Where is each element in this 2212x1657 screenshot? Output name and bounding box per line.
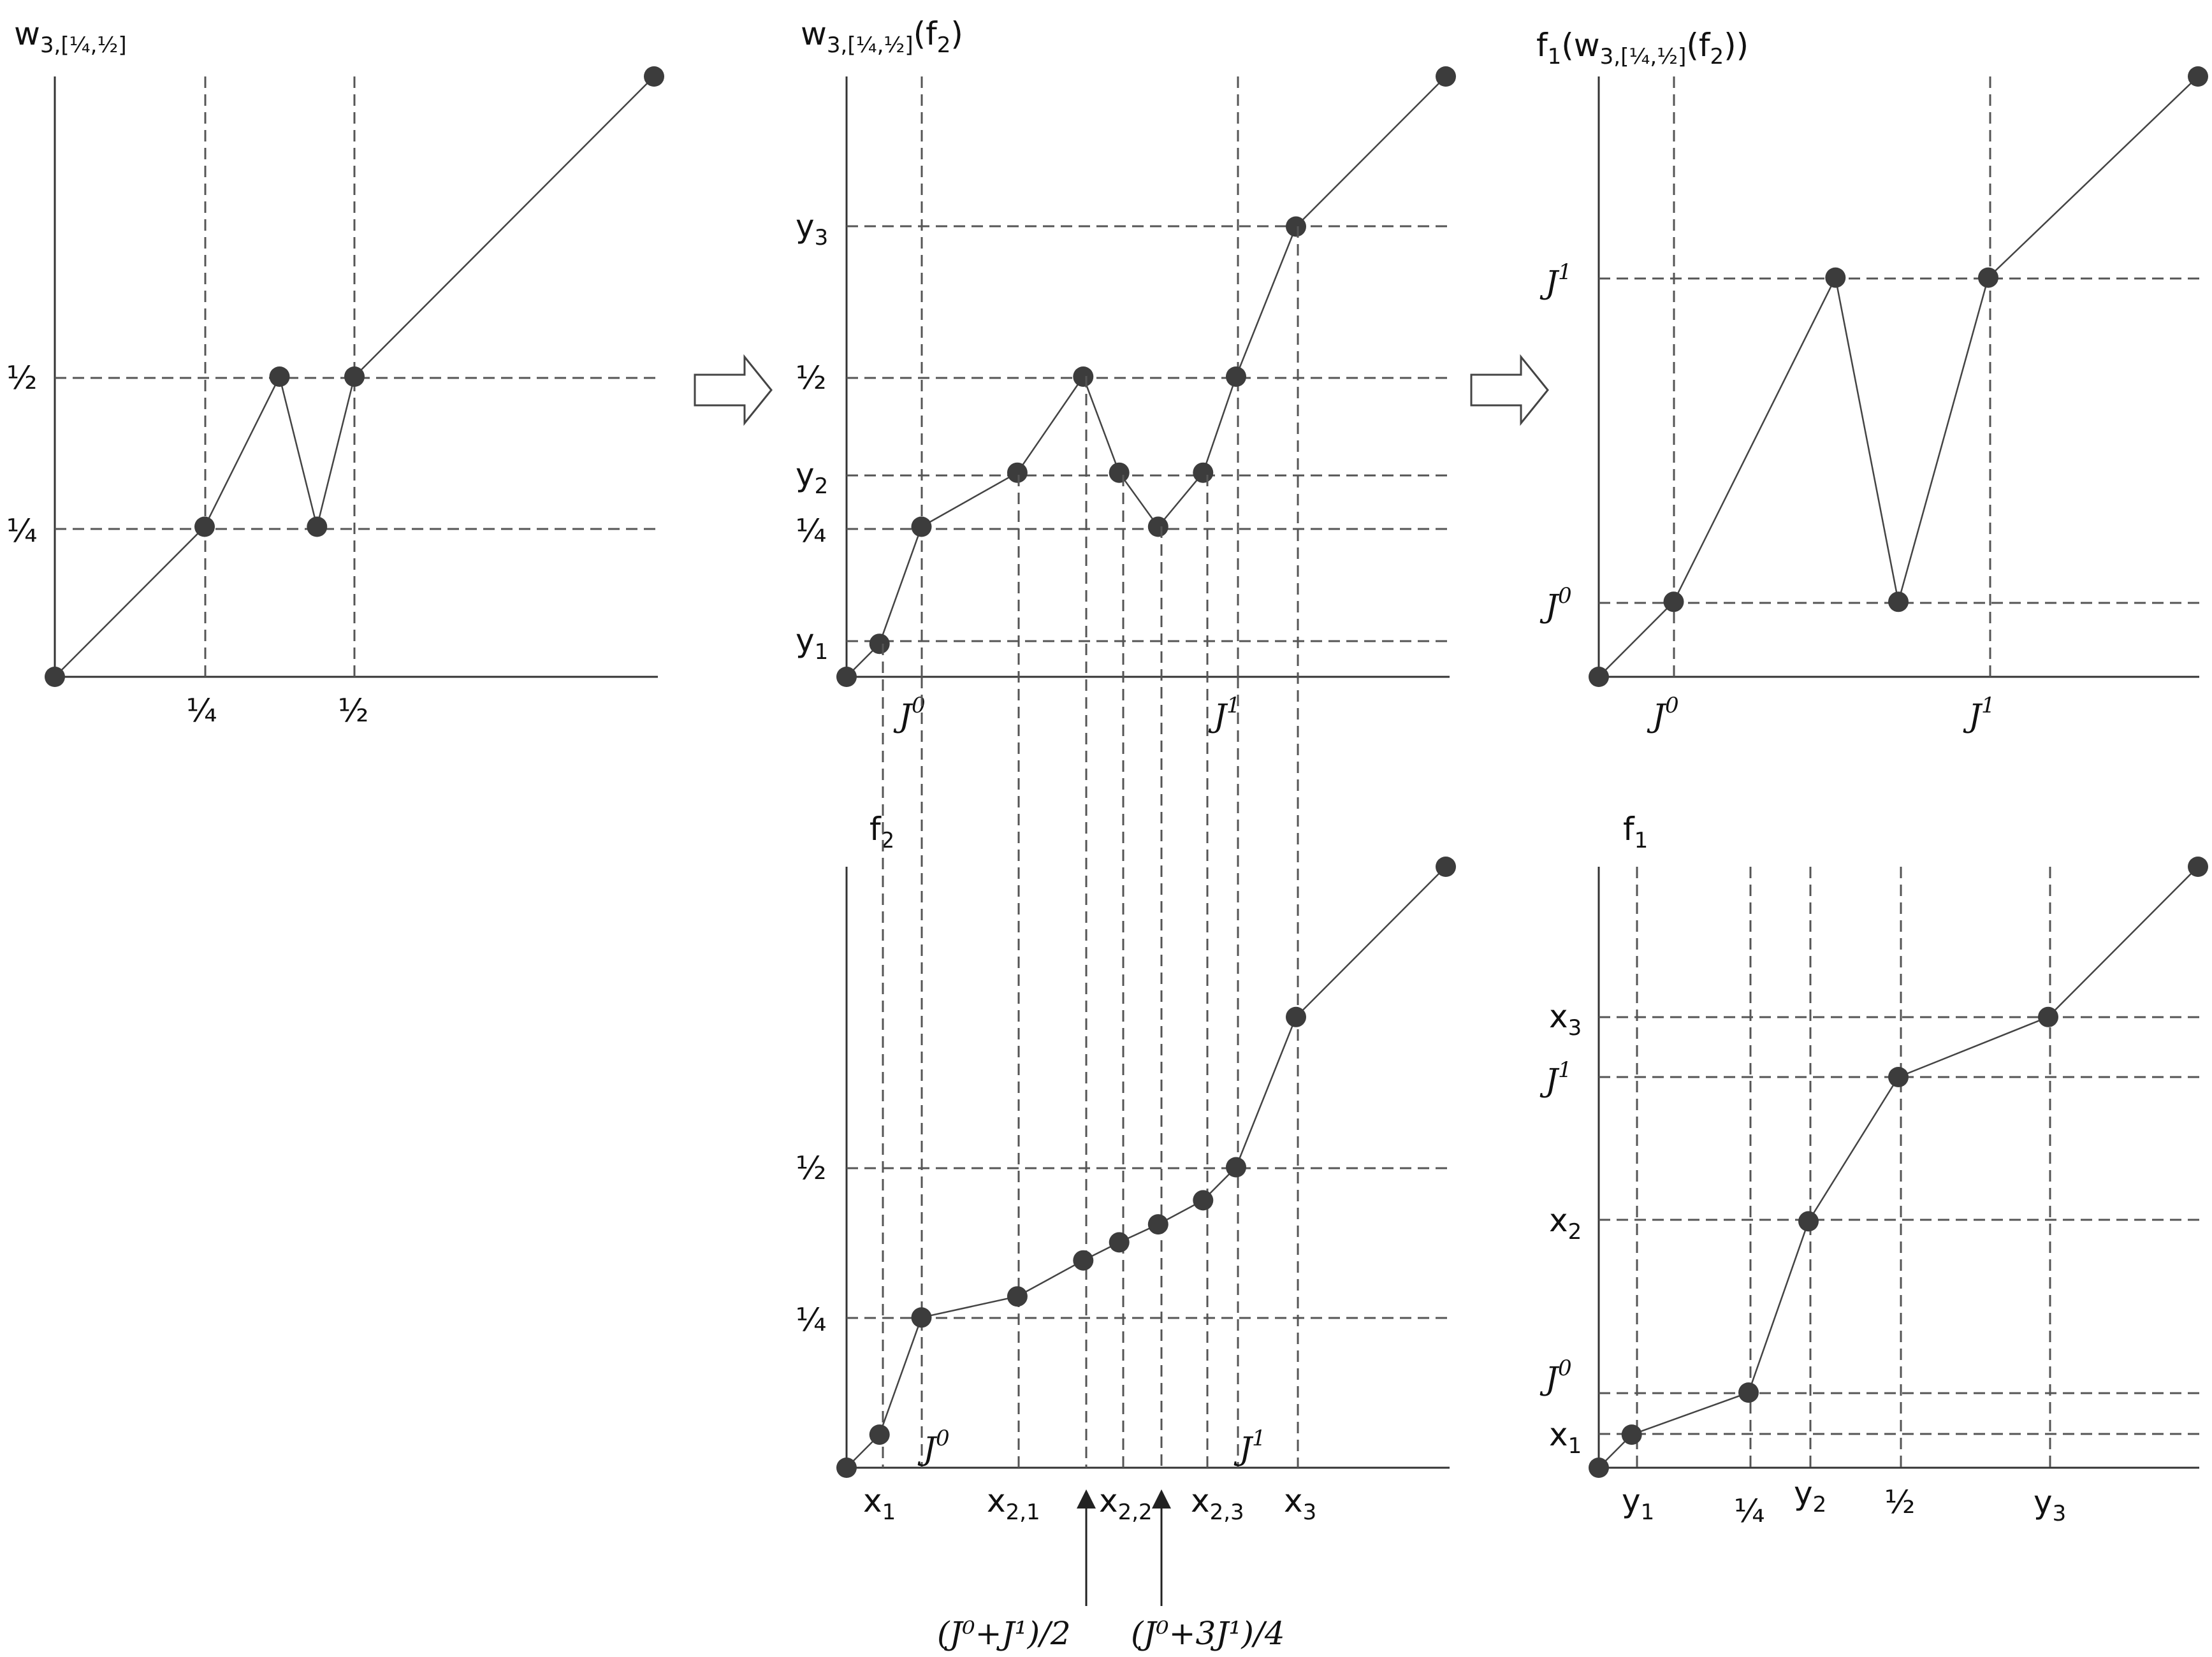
data-point [1825, 267, 1846, 288]
data-point [1193, 1190, 1214, 1211]
data-point [344, 366, 365, 387]
panel-f1w3f2-xtick: J0 [1647, 693, 1679, 734]
data-point [1193, 462, 1214, 483]
panel-w3f2-ytick: y1 [796, 622, 828, 665]
panel-w3: w3,[¼,½] ½ ¼ ¼ ½ [6, 15, 664, 729]
data-point [1147, 516, 1168, 537]
data-point [1888, 1067, 1909, 1087]
panel-w3-title: w3,[¼,½] [14, 15, 127, 58]
data-point [869, 1424, 890, 1445]
panel-w3f2-points [836, 66, 1456, 687]
panel-w3f2-xtick: J0 [893, 693, 926, 734]
data-point [1436, 857, 1456, 877]
panel-f2-xtick: x1 [863, 1482, 896, 1525]
data-point [836, 1458, 857, 1478]
data-point [1286, 216, 1306, 237]
data-point [1663, 591, 1684, 612]
panel-w3-curve [54, 76, 655, 677]
panel-f1w3f2-points [1589, 66, 2208, 687]
panel-f1w3f2: f1(w3,[¼,½](f2)) J1 J0 J0 J1 [1536, 27, 2208, 734]
panel-f1-ytick: x1 [1549, 1416, 1582, 1459]
data-point [1286, 1006, 1306, 1027]
panel-f1-xtick: y3 [2034, 1484, 2066, 1526]
panel-w3f2: w3,[¼,½](f2) y3 ½ y2 ¼ y1 J0 J1 [796, 15, 1456, 734]
data-point [911, 516, 932, 537]
data-point [1978, 267, 1998, 288]
panel-w3-points [45, 66, 664, 687]
panel-f1w3f2-curve [1598, 76, 2199, 677]
data-point [2188, 857, 2208, 877]
panel-f1: f1 x3 J1 x2 J0 x1 y1 ¼ y2 ½ y3 [1539, 811, 2208, 1530]
data-point [1073, 366, 1094, 387]
data-point [1798, 1211, 1819, 1232]
panel-f1-ytick: x2 [1549, 1202, 1582, 1245]
data-point [1007, 1286, 1028, 1307]
panel-w3-ytick: ½ [6, 359, 37, 396]
panel-f2-points [836, 857, 1456, 1478]
data-point [1147, 1214, 1168, 1235]
data-point [1007, 462, 1028, 483]
data-point [194, 516, 215, 537]
panel-f1-title: f1 [1623, 811, 1648, 853]
panel-f1-points [1589, 857, 2208, 1478]
arrow-label: (J⁰+3J¹)/4 [1131, 1615, 1285, 1652]
data-point [2038, 1006, 2058, 1027]
panel-w3f2-ytick: y3 [796, 208, 828, 250]
data-point [45, 667, 65, 687]
data-point [836, 667, 857, 687]
data-point [1073, 1250, 1094, 1271]
panel-f2-xtick: x2,1 [987, 1482, 1040, 1525]
data-point [869, 633, 890, 655]
panel-f1w3f2-ytick: J0 [1539, 583, 1572, 625]
panel-f2-title: f2 [870, 811, 894, 853]
data-point [1589, 667, 1609, 687]
panel-f1-ytick: J1 [1539, 1057, 1572, 1099]
right-arrow-icon [694, 354, 773, 426]
panel-f1-curve [1598, 866, 2199, 1468]
data-point [1589, 1458, 1609, 1478]
panel-f1-xtick: ¼ [1734, 1493, 1765, 1530]
panel-f1-ytick: x3 [1549, 998, 1582, 1041]
data-point [1109, 1232, 1130, 1253]
panel-f2-xtick: x3 [1284, 1482, 1316, 1525]
panel-w3f2-ytick: y2 [796, 456, 828, 499]
panel-f1w3f2-title: f1(w3,[¼,½](f2)) [1536, 27, 1749, 69]
panel-w3f2-curve [846, 76, 1446, 677]
panel-f1-xtick: y2 [1794, 1475, 1826, 1517]
data-point [644, 66, 664, 87]
panel-f1w3f2-xtick: J1 [1963, 693, 1995, 734]
panel-w3f2-ytick: ¼ [796, 512, 826, 549]
arrow-label: (J⁰+J¹)/2 [937, 1615, 1071, 1652]
panel-f2: f2 J0 J1 ½ ¼ x1 x2,1 x2,2 x2,3 x3 (J⁰+J¹… [796, 226, 1456, 1652]
panel-w3f2-xtick: J1 [1208, 693, 1241, 734]
panel-f2-xtick: x2,3 [1191, 1482, 1244, 1525]
data-point [1621, 1424, 1642, 1445]
data-point [1109, 462, 1130, 483]
data-point [307, 516, 328, 537]
panel-w3-xtick: ½ [338, 692, 368, 729]
panel-f1-xtick: ½ [1884, 1484, 1915, 1521]
data-point [1738, 1382, 1759, 1403]
panel-f2-xtick: x2,2 [1099, 1482, 1153, 1525]
data-point [1226, 1157, 1246, 1178]
panel-f2-ytick: ¼ [796, 1301, 826, 1338]
data-point [1436, 66, 1456, 87]
panel-w3-ytick: ¼ [6, 512, 37, 549]
data-point [2188, 66, 2208, 87]
panel-f1-xtick: y1 [1622, 1482, 1654, 1525]
data-point [269, 366, 290, 387]
panel-f1-ytick: J0 [1539, 1356, 1572, 1397]
panel-w3-xtick: ¼ [186, 692, 217, 729]
panel-w3f2-ytick: ½ [796, 359, 826, 396]
data-point [1226, 366, 1246, 387]
panel-f1w3f2-ytick: J1 [1539, 259, 1572, 301]
panel-f2-ytick: ½ [796, 1150, 826, 1187]
data-point [911, 1307, 932, 1328]
right-arrow-icon [1470, 354, 1549, 426]
panel-w3f2-title: w3,[¼,½](f2) [801, 15, 963, 58]
data-point [1888, 591, 1909, 612]
